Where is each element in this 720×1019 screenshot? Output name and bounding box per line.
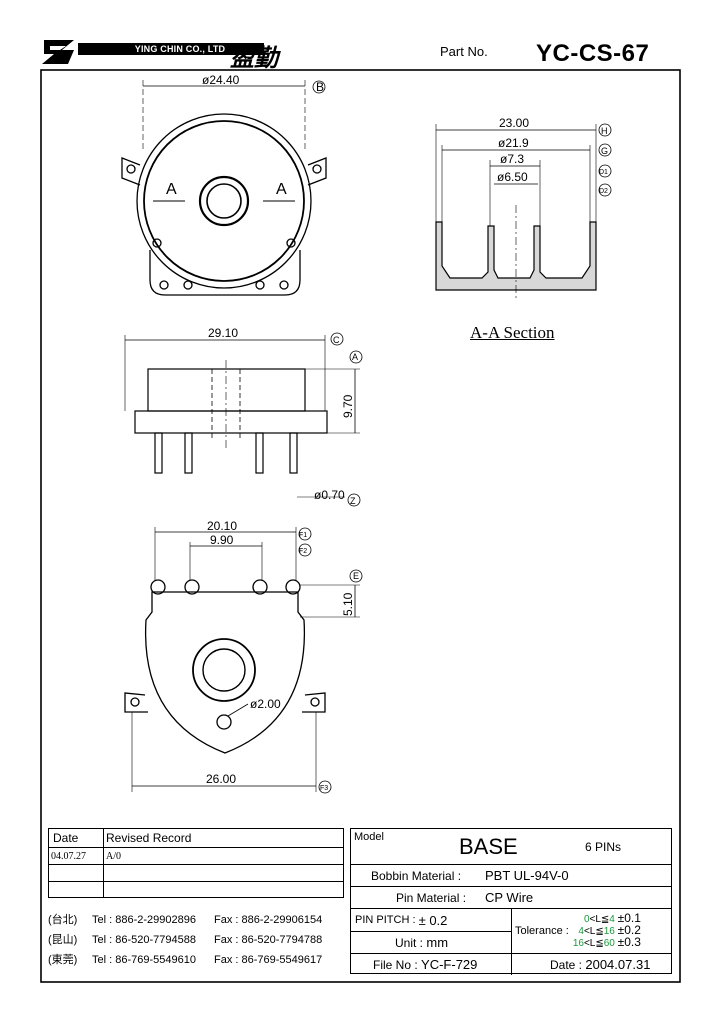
dim-sec-width: 23.00 [499, 116, 529, 130]
section-view [435, 123, 612, 300]
contact-tel: Tel : 86-769-5549610 [92, 954, 196, 966]
dim-bot-w2: 9.90 [210, 533, 234, 547]
contacts-block: (台北) Tel : 886-2-29902896 Fax : 886-2-2990… [48, 910, 348, 970]
pin-material-label: Pin Material : [396, 890, 467, 905]
date-value: 2004.07.31 [585, 957, 651, 972]
ref-d2: D2 [599, 188, 608, 195]
dim-side-width: 29.10 [208, 326, 238, 340]
revision-record: A/0 [103, 848, 343, 864]
contact-city: (東莞) [48, 954, 78, 966]
dim-bot-w1: 20.10 [207, 519, 237, 533]
section-mark-right: A [276, 181, 287, 198]
dim-bot-height: 5.10 [341, 592, 355, 616]
company-name-cn: 盈勤 [230, 43, 278, 72]
tolerance-list: 0<L≦4 ±0.1 4<L≦16 ±0.2 16<L≦60 ±0.3 [572, 911, 641, 949]
revision-table: Date Revised Record 04.07.27 A/0 [48, 828, 344, 898]
ref-g: G [601, 146, 608, 156]
company-name: YING CHIN CO., LTD [134, 44, 226, 54]
contact-fax: Fax : 86-769-5549617 [214, 954, 323, 966]
pitch-label: PIN PITCH : [355, 914, 416, 926]
ref-d1: D1 [599, 169, 608, 176]
dim-bot-w3: 26.00 [206, 772, 236, 786]
ref-a: A [352, 352, 358, 362]
pitch-value: ± 0.2 [418, 912, 448, 928]
revision-record [103, 882, 343, 898]
unit-value: mm [426, 935, 449, 950]
contact-tel: Tel : 886-2-29902896 [92, 914, 196, 926]
pin-material-value: CP Wire [485, 890, 534, 905]
part-number: YC-CS-67 [536, 40, 650, 67]
col-date: Date [53, 831, 79, 845]
bobbin-row: Bobbin Material : PBT UL-94V-0 [351, 864, 671, 886]
file-label: File No : [373, 957, 418, 972]
contact-city: (昆山) [48, 934, 78, 946]
contact-fax: Fax : 886-2-29906154 [214, 914, 323, 926]
part-label: Part No. [440, 44, 488, 59]
pitch-cell: PIN PITCH : ± 0.2 [351, 909, 511, 931]
sheet-border [40, 69, 681, 983]
file-cell: File No : YC-F-729 [351, 953, 511, 975]
table-row [49, 881, 343, 898]
section-mark-left: A [166, 181, 177, 198]
logo-bar [78, 43, 264, 55]
ref-b: B [316, 80, 324, 94]
tolerance-label: Tolerance : [515, 925, 569, 937]
dim-sec-d1: ø21.9 [498, 136, 529, 150]
bottom-view [124, 527, 363, 794]
dim-sec-d2: ø7.3 [500, 152, 524, 166]
dim-pin-diameter: ø0.70 [314, 488, 345, 502]
bobbin-value: PBT UL-94V-0 [485, 868, 569, 883]
revision-record [103, 865, 343, 881]
pin-material-row: Pin Material : CP Wire [351, 886, 671, 908]
file-value: YC-F-729 [421, 957, 478, 972]
ref-c: C [333, 335, 340, 345]
ref-f1: F1 [299, 532, 307, 539]
contact-tel: Tel : 86-520-7794588 [92, 934, 196, 946]
model-value: BASE [459, 833, 518, 859]
spec-table: Model BASE 6 PINs Bobbin Material : PBT … [350, 828, 672, 975]
table-row [49, 864, 343, 881]
contact-row: (台北) Tel : 886-2-29902896 Fax : 886-2-2990… [48, 910, 348, 930]
model-row: Model BASE 6 PINs [351, 829, 671, 864]
unit-label: Unit : [395, 935, 424, 950]
section-title: A-A Section [470, 323, 555, 342]
tolerance-item: 16<L≦60 ±0.3 [572, 935, 641, 949]
dim-top-diameter: ø24.40 [202, 73, 240, 87]
revision-date: 04.07.27 [51, 850, 86, 862]
company-logo: YING CHIN CO., LTD [40, 36, 272, 70]
date-cell: Date : 2004.07.31 [511, 953, 671, 975]
pin-count: 6 PINs [585, 839, 622, 854]
dim-sec-d3: ø6.50 [497, 170, 528, 184]
contact-row: (昆山) Tel : 86-520-7794588 Fax : 86-520-779… [48, 930, 348, 950]
ref-z: Z [350, 496, 356, 506]
ref-e: E [353, 571, 359, 581]
bobbin-label: Bobbin Material : [371, 868, 462, 883]
tolerance-cell: Tolerance : 0<L≦4 ±0.1 4<L≦16 ±0.2 16<L≦… [511, 909, 671, 953]
ref-h: H [601, 126, 608, 136]
unit-cell: Unit : mm [351, 931, 511, 953]
tolerance-block: PIN PITCH : ± 0.2 Unit : mm File No : YC… [351, 908, 671, 975]
contact-row: (東莞) Tel : 86-769-5549610 Fax : 86-769-554… [48, 950, 348, 970]
revision-header: Date Revised Record [49, 829, 343, 847]
model-label: Model [354, 831, 384, 843]
contact-fax: Fax : 86-520-7794788 [214, 934, 323, 946]
table-row: 04.07.27 A/0 [49, 847, 343, 864]
dim-side-height: 9.70 [341, 394, 355, 418]
logo-mark-icon [42, 40, 74, 64]
tolerance-item: 4<L≦16 ±0.2 [578, 923, 641, 937]
col-record: Revised Record [103, 829, 343, 847]
tolerance-item: 0<L≦4 ±0.1 [583, 911, 641, 925]
date-label: Date : [550, 957, 583, 972]
top-view [121, 80, 327, 296]
side-view [124, 332, 363, 507]
ref-f2: F2 [299, 548, 307, 555]
dim-hole-diameter: ø2.00 [250, 697, 281, 711]
ref-f3: F3 [320, 785, 328, 792]
contact-city: (台北) [48, 914, 78, 926]
